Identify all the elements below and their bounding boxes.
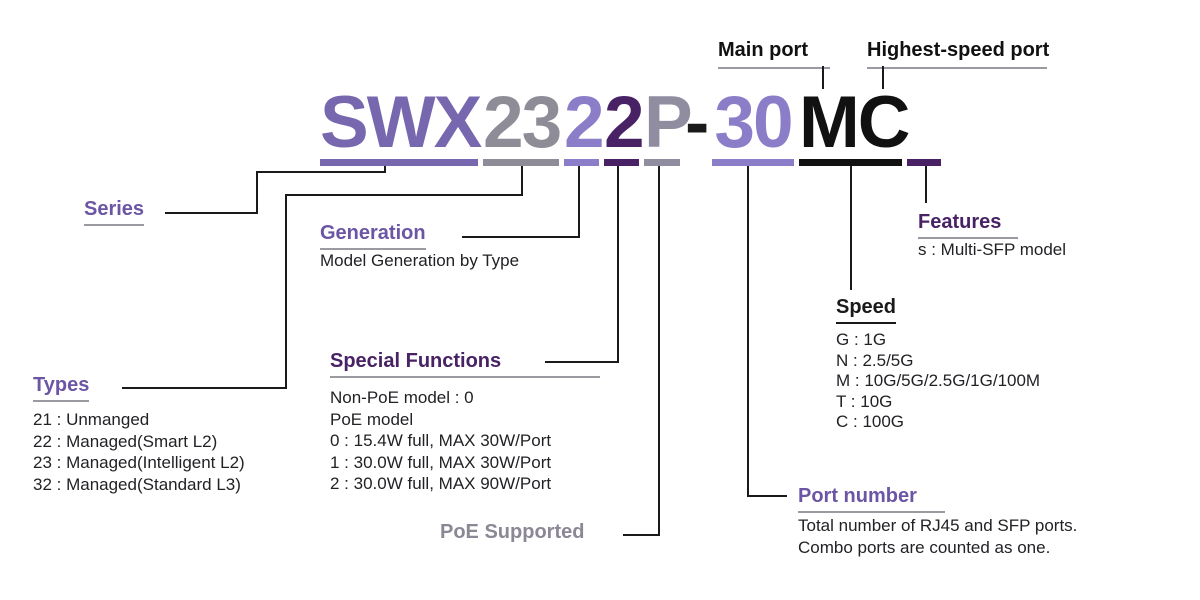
special-functions-list: Non-PoE model : 0 PoE model 0 : 15.4W fu… [330, 387, 551, 495]
model-segment-generation: 2 [564, 82, 605, 166]
model-segment-features-blank [907, 88, 941, 166]
speed-item: G : 1G [836, 330, 887, 349]
speed-list: G : 1G N : 2.5/5G M : 10G/5G/2.5G/1G/100… [836, 330, 1040, 433]
special-functions-item: PoE model [330, 409, 414, 429]
main-port-label: Main port [718, 39, 830, 69]
generation-label: Generation [320, 222, 426, 250]
connector-port-number [747, 166, 749, 497]
port-number-description-line: Total number of RJ45 and SFP ports. [798, 516, 1078, 535]
types-item: 22 : Managed(Smart L2) [33, 431, 218, 451]
model-segment-poe: P [644, 82, 693, 166]
type-underline [483, 159, 559, 166]
speed-item: C : 100G [836, 412, 905, 431]
port-number-label: Port number [798, 485, 945, 513]
model-segment-port-number-text: 30 [714, 82, 793, 163]
model-segment-special-function-text: 2 [604, 82, 645, 163]
connector-port-number [747, 495, 787, 497]
generation-description: Model Generation by Type [320, 251, 520, 270]
special-functions-item: 0 : 15.4W full, MAX 30W/Port [330, 431, 552, 450]
model-segment-port-number: 30 [712, 82, 794, 166]
features-blank-underline [907, 159, 941, 166]
speed-label: Speed [836, 296, 897, 324]
types-label: Types [33, 374, 90, 402]
connector-types [285, 194, 523, 196]
model-segment-special-function: 2 [604, 82, 645, 166]
connector-poe-supported [658, 166, 660, 536]
model-segment-features-blank-text [907, 88, 941, 158]
series-label: Series [84, 198, 145, 226]
model-segment-port-speed-text: MC [799, 82, 911, 163]
connector-special-functions [617, 166, 619, 363]
connector-types [521, 166, 523, 196]
speed-item: M : 10G/5G/2.5G/1G/100M [836, 371, 1041, 390]
connector-types [285, 194, 287, 389]
poe-supported-label: PoE Supported [440, 521, 585, 543]
model-segment-port-speed: MC [799, 82, 911, 166]
generation-underline [564, 159, 599, 166]
model-segment-type: 23 [483, 82, 562, 166]
speed-item: N : 2.5/5G [836, 350, 914, 370]
highest-speed-port-label: Highest-speed port [867, 39, 1049, 69]
types-list: 21 : Unmanged 22 : Managed(Smart L2) 23 … [33, 409, 245, 495]
model-segment-type-text: 23 [483, 82, 562, 163]
port-number-description-line: Combo ports are counted as one. [798, 537, 1051, 557]
types-item: 21 : Unmanged [33, 410, 150, 429]
connector-poe-supported [623, 534, 660, 536]
features-label: Features [918, 211, 1018, 239]
port-number-description: Total number of RJ45 and SFP ports. Comb… [798, 515, 1077, 558]
connector-series [165, 212, 258, 214]
model-segment-generation-text: 2 [564, 82, 605, 163]
special-functions-item: 1 : 30.0W full, MAX 30W/Port [330, 452, 552, 472]
special-functions-label: Special Functions [330, 350, 600, 378]
model-segment-hyphen: - [685, 82, 709, 166]
model-segment-poe-text: P [644, 82, 693, 163]
types-item: 32 : Managed(Standard L3) [33, 474, 241, 494]
port-speed-underline [799, 159, 902, 166]
connector-features [925, 166, 927, 203]
features-description: s : Multi-SFP model [918, 240, 1067, 259]
connector-main-port [822, 66, 824, 89]
poe-underline [644, 159, 680, 166]
connector-series [256, 171, 386, 173]
model-segment-series-text: SWX [320, 82, 482, 163]
connector-series [256, 171, 258, 214]
connector-generation [462, 236, 580, 238]
special-functions-item: Non-PoE model : 0 [330, 388, 474, 407]
series-underline [320, 159, 478, 166]
connector-highest-speed-port [882, 66, 884, 89]
speed-item: T : 10G [836, 391, 893, 411]
connector-special-functions [545, 361, 619, 363]
model-number: SWX 23 2 2 P - 30 MC [320, 82, 941, 166]
special-functions-item: 2 : 30.0W full, MAX 90W/Port [330, 474, 552, 493]
port-number-underline [712, 159, 794, 166]
connector-series [384, 166, 386, 173]
connector-generation [578, 166, 580, 238]
connector-speed [850, 166, 852, 290]
connector-types [122, 387, 287, 389]
model-segment-series: SWX [320, 82, 482, 166]
types-item: 23 : Managed(Intelligent L2) [33, 453, 245, 472]
special-function-underline [604, 159, 639, 166]
model-segment-hyphen-text: - [685, 82, 709, 163]
